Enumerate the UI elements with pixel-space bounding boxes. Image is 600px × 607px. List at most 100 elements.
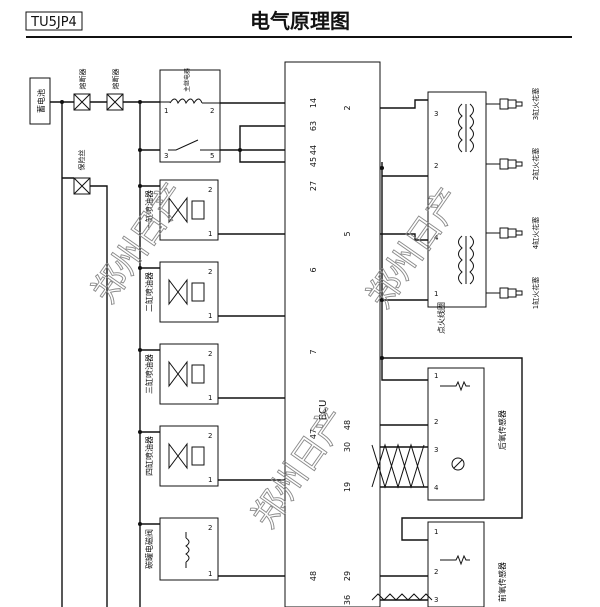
- battery-box: [29, 77, 51, 125]
- front-o2-sensor-label: 前氧传感器: [497, 562, 507, 602]
- ecu-right-pin: 30: [343, 442, 352, 452]
- coil-primary-icon: [458, 103, 463, 153]
- relay-switch: [168, 139, 220, 151]
- injector-pin: 1: [208, 312, 212, 320]
- junction: [138, 348, 142, 352]
- injector-label: 一缸喷油器: [144, 190, 154, 230]
- rear-o2-pin: 1: [434, 372, 438, 380]
- injector-pin: 2: [208, 186, 212, 194]
- ecu-box: [284, 61, 381, 607]
- front-o2-pin: 3: [434, 596, 438, 604]
- relay-ecu-wires: [220, 102, 300, 163]
- front-o2-pin: 2: [434, 568, 438, 576]
- ecu-label: ECU: [318, 400, 329, 421]
- junction: [138, 266, 142, 270]
- injector-box: [159, 261, 219, 323]
- rear-o2-pin: 4: [434, 484, 439, 492]
- junction: [138, 522, 142, 526]
- junction: [138, 100, 142, 104]
- rear-o2-sensor-box: [427, 367, 485, 501]
- injector-pin: 1: [208, 476, 212, 484]
- junction: [138, 148, 142, 152]
- ecu-left-pin: 6: [309, 267, 318, 272]
- junction: [138, 430, 142, 434]
- ecu-right-pin: 48: [343, 420, 352, 430]
- spark-plug-icon: [515, 101, 523, 107]
- ecu-right-pin: 29: [343, 571, 352, 581]
- injector-pin: 2: [208, 350, 212, 358]
- rear-o2-wires: [380, 358, 428, 488]
- injector-box: [159, 425, 219, 487]
- fuse-2-cross: [106, 93, 124, 111]
- injector-label: 二缸喷油器: [144, 272, 154, 312]
- fuse-2-label: 熔断器: [111, 69, 120, 90]
- main-relay: [159, 69, 221, 163]
- junction: [60, 100, 64, 104]
- ecu-right-pin: 5: [343, 231, 352, 236]
- coil-pin: 4: [434, 234, 439, 242]
- ecu-left-pin: 27: [309, 181, 318, 191]
- injector-label: 三缸喷油器: [144, 354, 154, 394]
- coil-primary-icon: [458, 235, 463, 285]
- ecu-left-pin: 48: [309, 571, 318, 581]
- coil-pin: 1: [434, 290, 438, 298]
- fuse-1-label: 熔断器: [78, 69, 87, 90]
- coil-pin: 2: [434, 162, 438, 170]
- canister-pin: 1: [208, 570, 212, 578]
- injector-pin: 2: [208, 268, 212, 276]
- injector-valve-icon: [168, 442, 188, 470]
- junction: [380, 166, 384, 170]
- ignition-coil-label: 点火线圈: [436, 302, 446, 334]
- injector-valve-icon: [168, 278, 188, 306]
- relay-coil: [169, 98, 203, 105]
- ecu-right-pin: 19: [343, 482, 352, 492]
- twisted-pair-icon: [371, 443, 425, 489]
- spark-plug-icon: [507, 99, 517, 109]
- spark-plug-icon: [515, 290, 523, 296]
- spark-plug-icon: [507, 228, 517, 238]
- relay-pin: 2: [210, 107, 214, 115]
- canister-valve-label: 碳罐电磁阀: [144, 529, 154, 569]
- ecu-left-pin: 45: [309, 157, 318, 167]
- rear-o2-pin: 3: [434, 446, 438, 454]
- spark-plug-label: 2缸火花塞: [531, 148, 540, 180]
- page-title: 电气原理图: [250, 9, 350, 33]
- spark-plug-icon: [507, 159, 517, 169]
- fuse-3-label: 保险丝: [77, 150, 86, 171]
- front-o2-sensor-box: [427, 521, 485, 607]
- canister-coil-icon: [185, 532, 190, 568]
- injector-valve-icon: [168, 360, 188, 388]
- injector-valve-icon: [168, 196, 188, 224]
- junction: [238, 148, 242, 152]
- ignition-coil-box: [427, 91, 487, 308]
- spark-plug-icon: [499, 227, 509, 239]
- ecu-left-pin: 47: [309, 429, 318, 439]
- ecu-left-pin: 44: [309, 145, 318, 155]
- junction: [380, 298, 384, 302]
- fuse-3-wire: [62, 177, 108, 607]
- coil-secondary-icon: [469, 235, 474, 285]
- ignition-wires: [380, 99, 523, 541]
- injector-box: [159, 179, 219, 241]
- main-relay-label: 主继电器: [183, 68, 191, 92]
- injector-solenoid-icon: [191, 200, 205, 220]
- front-o2-pin: 1: [434, 528, 438, 536]
- coil-pin: 3: [434, 110, 438, 118]
- rear-o2-pin: 2: [434, 418, 438, 426]
- injector-pin: 2: [208, 432, 212, 440]
- spark-plug-label: 4缸火花塞: [531, 217, 540, 249]
- rear-o2-heater-icon: [440, 380, 470, 392]
- front-o2-heater-icon: [440, 554, 470, 566]
- fuse-1-cross: [73, 93, 91, 111]
- injector-solenoid-icon: [191, 282, 205, 302]
- injector-pin: 1: [208, 230, 212, 238]
- junction: [138, 184, 142, 188]
- battery-label: 蓄电池: [36, 89, 46, 113]
- fuse-3-cross: [73, 177, 91, 195]
- diagram-code-box: [25, 11, 83, 31]
